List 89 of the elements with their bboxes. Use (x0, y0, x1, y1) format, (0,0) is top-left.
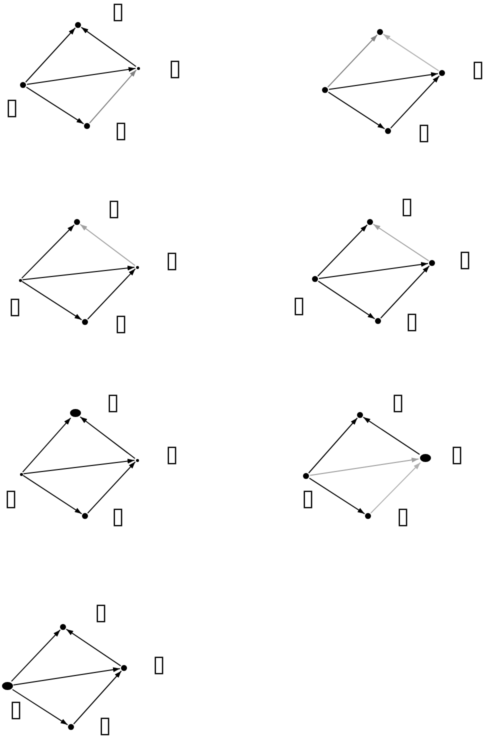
vertex-label: ▯ (152, 654, 166, 676)
vertex-dot (75, 22, 81, 28)
vertex-label: ▯ (302, 488, 314, 510)
vertex-label: ▯ (98, 714, 112, 738)
vertex-label: ▯ (8, 296, 22, 318)
vertex-label: ▯ (94, 602, 108, 624)
vertex-label: ▯ (472, 58, 484, 82)
arrow (26, 86, 84, 124)
arrow (25, 27, 76, 83)
vertex-dot (74, 219, 80, 225)
vertex-point (136, 66, 140, 70)
vertex-dot (68, 724, 74, 730)
vertex-dot (429, 260, 435, 266)
arrow (12, 689, 68, 726)
vertex-label: ▯ (458, 248, 472, 272)
arrow (362, 416, 420, 455)
arrow (22, 417, 72, 473)
vertex-dot (303, 473, 309, 479)
vertex-point (136, 266, 138, 268)
arrow (328, 72, 438, 90)
arrow (66, 628, 122, 666)
arrow (21, 224, 75, 279)
arrow (23, 458, 135, 474)
vertex-label: ▯ (114, 120, 128, 142)
vertex-dot (84, 123, 90, 129)
large-vertex-dot (70, 409, 80, 417)
vertex-label: ▯ (4, 488, 18, 510)
large-vertex-dot (420, 454, 430, 462)
vertex-label: ▯ (450, 444, 464, 466)
vertex-point (18, 278, 22, 282)
arrow (22, 280, 82, 320)
vertex-label: ▯ (400, 196, 414, 218)
arrow (80, 26, 136, 67)
arrow (372, 224, 430, 262)
arrow (12, 667, 120, 686)
vertex-label: ▯ (10, 698, 22, 722)
vertex-dot (357, 412, 363, 418)
arrow (87, 461, 136, 514)
vertex-label: ▯ (112, 506, 124, 528)
arrow (318, 280, 376, 320)
vertex-label: ▯ (108, 198, 120, 220)
vertex-dot (82, 319, 88, 325)
vertex-dot (322, 87, 328, 93)
vertex-label: ▯ (418, 122, 430, 144)
vertex-label: ▯ (166, 444, 178, 466)
vertex-dot (377, 29, 383, 35)
arrow (318, 262, 428, 279)
vertex-dot (20, 82, 26, 88)
vertex-point (20, 472, 22, 476)
arrow (26, 66, 136, 85)
arrow (89, 69, 137, 124)
vertex-label: ▯ (6, 96, 18, 120)
arrow (87, 268, 136, 320)
vertex-label: ▯ (406, 310, 418, 334)
vertex-label: ▯ (292, 294, 306, 318)
arrow (22, 474, 82, 514)
vertex-label: ▯ (396, 506, 410, 528)
arrow (308, 418, 358, 474)
arrow (390, 75, 440, 129)
vertex-dot (312, 276, 318, 282)
vertex-dot (367, 219, 373, 225)
vertex-point (136, 458, 138, 462)
arrow (73, 670, 122, 724)
arrow (317, 224, 368, 277)
arrow (328, 92, 386, 130)
vertex-label: ▯ (114, 312, 128, 336)
arrow (80, 224, 136, 266)
vertex-dot (121, 665, 127, 671)
vertex-label: ▯ (168, 58, 182, 80)
arrow (370, 462, 421, 514)
vertex-dot (439, 70, 445, 76)
vertex-dot (375, 318, 381, 324)
vertex-label: ▯ (106, 392, 120, 414)
vertex-dot (365, 513, 371, 519)
arrow (308, 478, 366, 514)
vertex-dot (82, 513, 88, 519)
vertex-label: ▯ (166, 250, 178, 272)
arrow (22, 266, 135, 280)
arrow (382, 34, 440, 72)
arrow (380, 265, 430, 319)
arrow (80, 416, 136, 459)
vertex-label: ▯ (112, 0, 124, 24)
arrow (310, 458, 420, 476)
large-vertex-dot (2, 682, 12, 690)
vertex-dot (60, 624, 66, 630)
arrow (11, 629, 61, 682)
vertex-label: ▯ (392, 392, 404, 414)
arrow (327, 34, 378, 88)
vertex-dot (385, 128, 391, 134)
